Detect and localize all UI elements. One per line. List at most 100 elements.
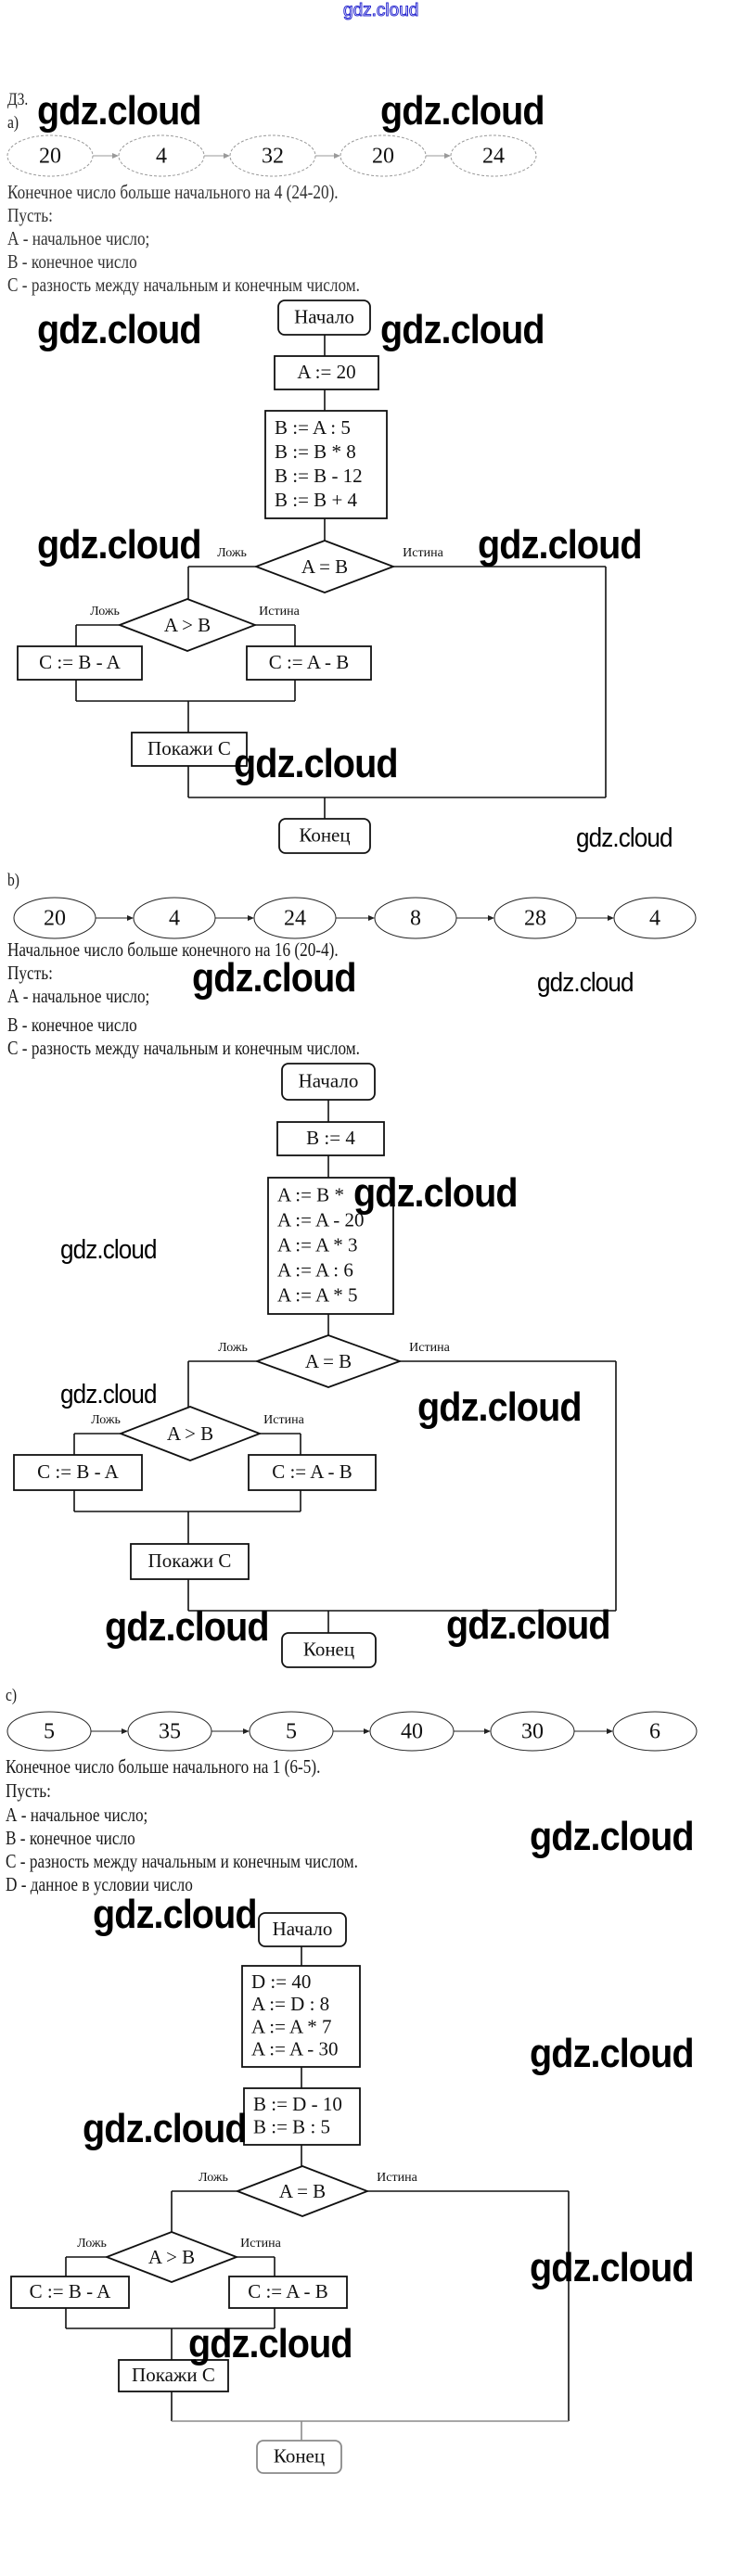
definition: А - начальное число; bbox=[7, 227, 150, 249]
process-block bbox=[267, 1177, 394, 1315]
true-action-block bbox=[228, 2276, 348, 2309]
end-label: Конец bbox=[274, 2444, 325, 2467]
process-line: A := A - 20 bbox=[277, 1208, 365, 1231]
arrow-head-icon bbox=[364, 1728, 370, 1734]
arrow-head-icon bbox=[127, 915, 134, 921]
chain-value: 4 bbox=[169, 907, 180, 931]
watermark-text: gdz.cloud bbox=[192, 955, 357, 1001]
condition-diamond bbox=[253, 540, 396, 593]
process-line: A := A * 3 bbox=[277, 1233, 358, 1256]
watermark-text: gdz.cloud bbox=[60, 1380, 158, 1409]
process-block bbox=[241, 1965, 361, 2068]
process-block bbox=[243, 2087, 361, 2146]
start-label: Начало bbox=[299, 1069, 359, 1091]
condition-diamond bbox=[117, 598, 258, 652]
false-action-label: C := B - A bbox=[37, 1460, 120, 1483]
watermark-text: gdz.cloud bbox=[380, 307, 545, 352]
output-block bbox=[118, 2359, 229, 2392]
watermark-text: gdz.cloud bbox=[37, 88, 202, 134]
site-link[interactable]: gdz.cloud bbox=[342, 1, 419, 21]
process-line: A := A * 5 bbox=[277, 1283, 358, 1306]
chain-value: 4 bbox=[156, 145, 167, 169]
condition-label: A > B bbox=[164, 614, 211, 636]
process-line: A := 20 bbox=[297, 361, 355, 383]
start-label: Начало bbox=[294, 305, 354, 327]
process-line: B := A : 5 bbox=[275, 416, 351, 439]
arrow-head-icon bbox=[368, 915, 375, 921]
chain-value: 40 bbox=[401, 1720, 423, 1744]
chain-value: 35 bbox=[159, 1720, 181, 1744]
chain-value: 24 bbox=[482, 145, 505, 169]
arrow-head-icon bbox=[224, 153, 230, 159]
condition-label: A = B bbox=[301, 555, 348, 578]
part-label: а) bbox=[7, 113, 19, 133]
false-branch-label: Ложь bbox=[77, 2237, 107, 2251]
watermark-text: gdz.cloud bbox=[530, 2245, 695, 2290]
process-line: B := B * 8 bbox=[275, 440, 356, 463]
part-label: c) bbox=[6, 1686, 18, 1705]
chain-value: 6 bbox=[649, 1720, 660, 1744]
watermark-text: gdz.cloud bbox=[60, 1235, 158, 1265]
arrow-head-icon bbox=[248, 915, 254, 921]
watermark-text: gdz.cloud bbox=[188, 2321, 353, 2366]
output-block bbox=[131, 732, 248, 767]
arrow-head-icon bbox=[243, 1728, 250, 1734]
statement: Конечное число больше начального на 1 (6… bbox=[6, 1755, 321, 1778]
process-line: A := D : 8 bbox=[251, 1993, 329, 2015]
watermark-text: gdz.cloud bbox=[37, 522, 202, 567]
condition-label: A > B bbox=[148, 2246, 195, 2268]
start-terminal bbox=[258, 1912, 347, 1947]
process-line: D := 40 bbox=[251, 1970, 311, 1993]
process-line: B := 4 bbox=[306, 1127, 355, 1149]
definition: В - конечное число bbox=[6, 1827, 135, 1849]
end-label: Конец bbox=[299, 823, 350, 846]
end-terminal bbox=[278, 818, 371, 854]
end-label: Конец bbox=[303, 1638, 354, 1660]
chain-value: 8 bbox=[410, 907, 421, 931]
output-label: Покажи С bbox=[132, 2364, 215, 2386]
watermark-text: gdz.cloud bbox=[446, 1602, 611, 1648]
chain-node bbox=[612, 1711, 698, 1752]
watermark-text: gdz.cloud bbox=[478, 522, 643, 567]
process-block bbox=[276, 1121, 385, 1156]
arrow-head-icon bbox=[334, 153, 340, 159]
end-terminal bbox=[281, 1632, 377, 1668]
true-action-label: C := A - B bbox=[272, 1460, 352, 1483]
arrow-head-icon bbox=[444, 153, 451, 159]
process-line: B := B + 4 bbox=[275, 489, 358, 511]
output-label: Покажи С bbox=[148, 1549, 232, 1572]
definition: D - данное в условии число bbox=[6, 1873, 193, 1895]
condition-diamond bbox=[104, 2231, 239, 2283]
watermark-text: gdz.cloud bbox=[37, 307, 202, 352]
arrow-head-icon bbox=[112, 153, 119, 159]
process-line: A := A * 7 bbox=[251, 2015, 332, 2037]
output-label: Покажи С bbox=[147, 737, 231, 759]
chain-value: 20 bbox=[44, 907, 66, 931]
process-line: B := B - 12 bbox=[275, 465, 363, 487]
true-branch-label: Истина bbox=[240, 2237, 281, 2251]
true-branch-label: Истина bbox=[377, 2171, 417, 2185]
true-branch-label: Истина bbox=[263, 1413, 304, 1427]
definition: С - разность между начальным и конечным … bbox=[6, 1850, 358, 1872]
chain-value: 4 bbox=[649, 907, 660, 931]
true-action-block bbox=[246, 645, 372, 681]
chain-value: 28 bbox=[524, 907, 546, 931]
false-branch-label: Ложь bbox=[217, 546, 247, 560]
watermark-text: gdz.cloud bbox=[537, 968, 634, 998]
chain-value: 32 bbox=[262, 145, 284, 169]
false-action-label: C := B - A bbox=[30, 2280, 112, 2302]
end-terminal bbox=[256, 2440, 342, 2474]
chain-value: 20 bbox=[39, 145, 61, 169]
false-action-label: C := B - A bbox=[39, 651, 122, 673]
let-label: Пусть: bbox=[7, 204, 53, 226]
process-line: A := A - 30 bbox=[251, 2038, 339, 2060]
definition: А - начальное число; bbox=[7, 985, 150, 1007]
chain-value: 5 bbox=[44, 1720, 55, 1744]
part-label: b) bbox=[7, 871, 19, 890]
true-branch-label: Истина bbox=[403, 546, 443, 560]
process-block bbox=[264, 410, 388, 519]
watermark-text: gdz.cloud bbox=[93, 1892, 258, 1937]
definition: С - разность между начальным и конечным … bbox=[7, 274, 360, 296]
output-block bbox=[130, 1543, 250, 1580]
watermark-text: gdz.cloud bbox=[530, 2031, 695, 2076]
